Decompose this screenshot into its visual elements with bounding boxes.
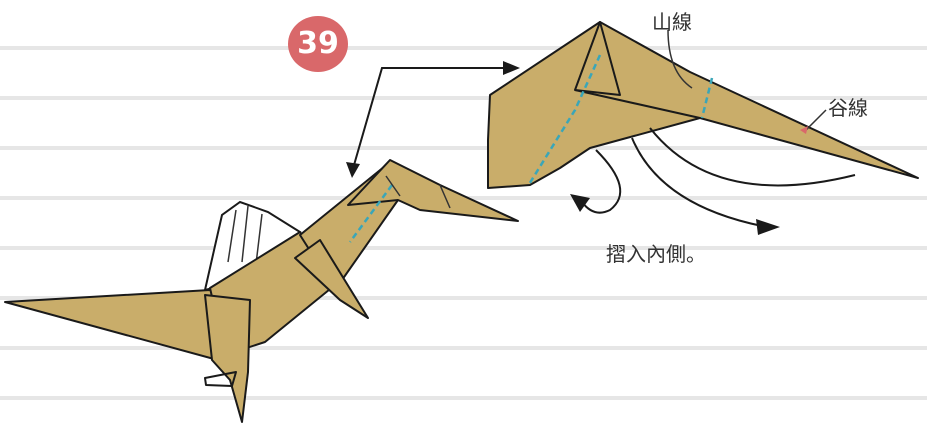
valley-label-pointer [803,109,827,133]
head-closeup-upper-edge [574,89,701,119]
head-closeup [487,21,919,189]
instruction-text: 摺入內側。 [606,242,706,266]
foot [204,371,237,387]
fold-in-arrow-outer [649,127,856,187]
connector-arrow-line [351,67,508,173]
mountain-fold-label: 山線 [652,10,692,34]
head-closeup-flap [574,21,621,96]
tail [4,289,233,363]
head-closeup-shape [487,21,919,189]
fold-in-arrowhead-large [756,219,780,235]
step-number-badge: 39 [288,16,348,72]
head-detail-lines [385,175,451,209]
connector-arrowhead-right [503,61,520,75]
connector-arrowhead-down [346,162,360,178]
mountain-label-pointer [667,29,693,89]
dinosaur-model [4,159,519,423]
valley-fold-label: 谷線 [828,96,868,120]
fold-in-arrow-small [581,149,622,214]
leg [204,294,251,423]
spine-lines [227,205,263,265]
arm [294,239,369,319]
head-fold-line [348,184,394,243]
head [347,159,519,222]
closeup-mountain-fold-line [526,54,602,187]
closeup-valley-fold-line [700,77,714,119]
valley-mark [800,126,808,134]
fold-in-arrow-large [631,137,763,227]
fold-in-arrowhead-small [570,194,590,212]
